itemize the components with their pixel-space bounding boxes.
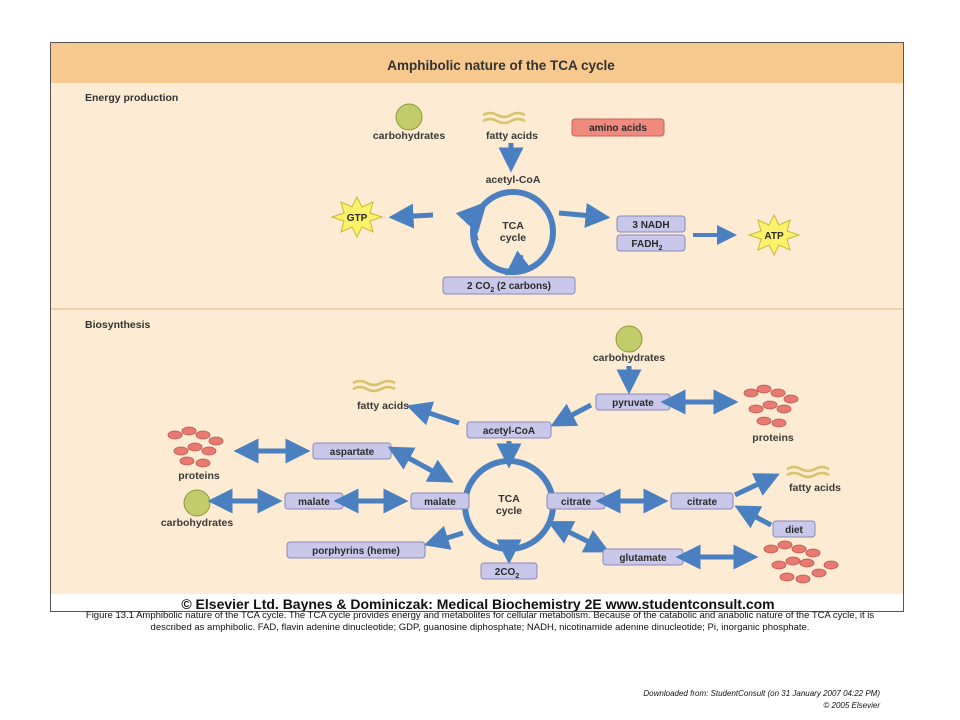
glutamate-label: glutamate xyxy=(619,553,667,564)
arrow-ring-glutamate xyxy=(547,521,610,553)
arrow-ring-to-gtp xyxy=(388,203,434,229)
protein-icon-right xyxy=(743,384,799,428)
proteins-left-label: proteins xyxy=(178,470,220,482)
bio-tca-label-1: TCA xyxy=(498,493,520,505)
fatty-acid-icon-left xyxy=(352,379,396,393)
arrow-ring-to-nadh xyxy=(558,202,611,228)
bio-acetyl-coa-box xyxy=(466,421,552,439)
energy-carbohydrates-label: carbohydrates xyxy=(373,130,446,142)
bio-tca-label-2: cycle xyxy=(496,505,522,517)
fadh2-label: FADH2 xyxy=(631,239,662,252)
pyruvate-label: pyruvate xyxy=(612,398,654,409)
energy-acetyl-coa-label: acetyl-CoA xyxy=(486,174,541,186)
arrow-diet-to-citrate xyxy=(734,505,773,529)
bio-co2-label: 2CO2 xyxy=(495,567,520,580)
porphyrins-box xyxy=(286,541,426,559)
atp-star xyxy=(747,213,801,257)
source-line-2: © 2005 Elsevier xyxy=(823,701,880,710)
header-band xyxy=(51,43,903,83)
energy-tca-label-2: cycle xyxy=(500,232,526,244)
tca-diagram: Amphibolic nature of the TCA cycle Energ… xyxy=(51,43,903,612)
protein-icon-left xyxy=(167,426,224,468)
nadh-box xyxy=(616,215,686,233)
energy-tca-label-1: TCA xyxy=(502,220,524,232)
malate-inner-label: malate xyxy=(424,497,456,508)
amino-acids-label: amino acids xyxy=(589,123,647,134)
source-note: Downloaded from: StudentConsult (on 31 J… xyxy=(643,688,880,712)
gtp-label: GTP xyxy=(347,213,368,224)
biosynthesis-section-title: Biosynthesis xyxy=(85,319,151,331)
arrow-pyruvate-to-acetyl xyxy=(550,402,593,427)
fatty-acids-right-label: fatty acids xyxy=(789,482,841,494)
arrow-fatty-to-acetyl-bio xyxy=(406,401,460,426)
arrow-ring-aspartate xyxy=(387,446,454,483)
bio-co2-box xyxy=(480,562,538,580)
co2-label: 2 CO2 (2 carbons) xyxy=(467,281,551,294)
fatty-acid-icon-right xyxy=(786,465,830,479)
fadh2-box xyxy=(616,234,686,252)
citrate-inner-label: citrate xyxy=(561,497,591,508)
malate-outer-label: malate xyxy=(298,497,330,508)
citrate-outer-box xyxy=(670,492,734,510)
figure-title: Amphibolic nature of the TCA cycle xyxy=(387,58,615,73)
malate-inner-box xyxy=(410,492,470,510)
copyright-text: © Elsevier Ltd. Baynes & Dominiczak: Med… xyxy=(181,596,774,612)
arrow-ring-to-porphyrins xyxy=(423,525,464,550)
atp-label: ATP xyxy=(764,231,784,242)
bio-acetyl-coa-label: acetyl-CoA xyxy=(483,426,535,437)
nadh-label: 3 NADH xyxy=(632,220,669,231)
carbohydrates-circle xyxy=(395,103,423,131)
diet-label: diet xyxy=(785,525,803,536)
fatty-acid-icon xyxy=(482,111,526,125)
arrow-citrate-to-fatty xyxy=(733,473,780,498)
citrate-outer-label: citrate xyxy=(687,497,717,508)
amino-acids-box xyxy=(571,118,665,137)
diet-box xyxy=(772,520,816,538)
bio-carbohydrates-left-label: carbohydrates xyxy=(161,517,234,529)
arrow-ring-down-co2 xyxy=(505,250,533,276)
energy-section-title: Energy production xyxy=(85,92,178,104)
protein-icon-bottom-right xyxy=(763,540,839,584)
proteins-right-label: proteins xyxy=(752,432,794,444)
energy-ring-arrow-left xyxy=(455,201,488,242)
co2-box xyxy=(442,276,576,295)
tca-figure: Amphibolic nature of the TCA cycle Energ… xyxy=(50,42,904,612)
bio-carbohydrates-left-circle xyxy=(183,489,211,517)
bio-carbohydrates-circle xyxy=(615,325,643,353)
bio-carbohydrates-top-label: carbohydrates xyxy=(593,352,666,364)
copyright-band xyxy=(51,594,903,611)
figure-caption: Figure 13.1 Amphibolic nature of the TCA… xyxy=(85,610,875,633)
aspartate-label: aspartate xyxy=(330,447,375,458)
source-line-1: Downloaded from: StudentConsult (on 31 J… xyxy=(643,689,880,698)
porphyrins-label: porphyrins (heme) xyxy=(312,546,400,557)
energy-fatty-acids-label: fatty acids xyxy=(486,130,538,142)
fatty-acids-left-label: fatty acids xyxy=(357,400,409,412)
gtp-star xyxy=(330,195,384,239)
